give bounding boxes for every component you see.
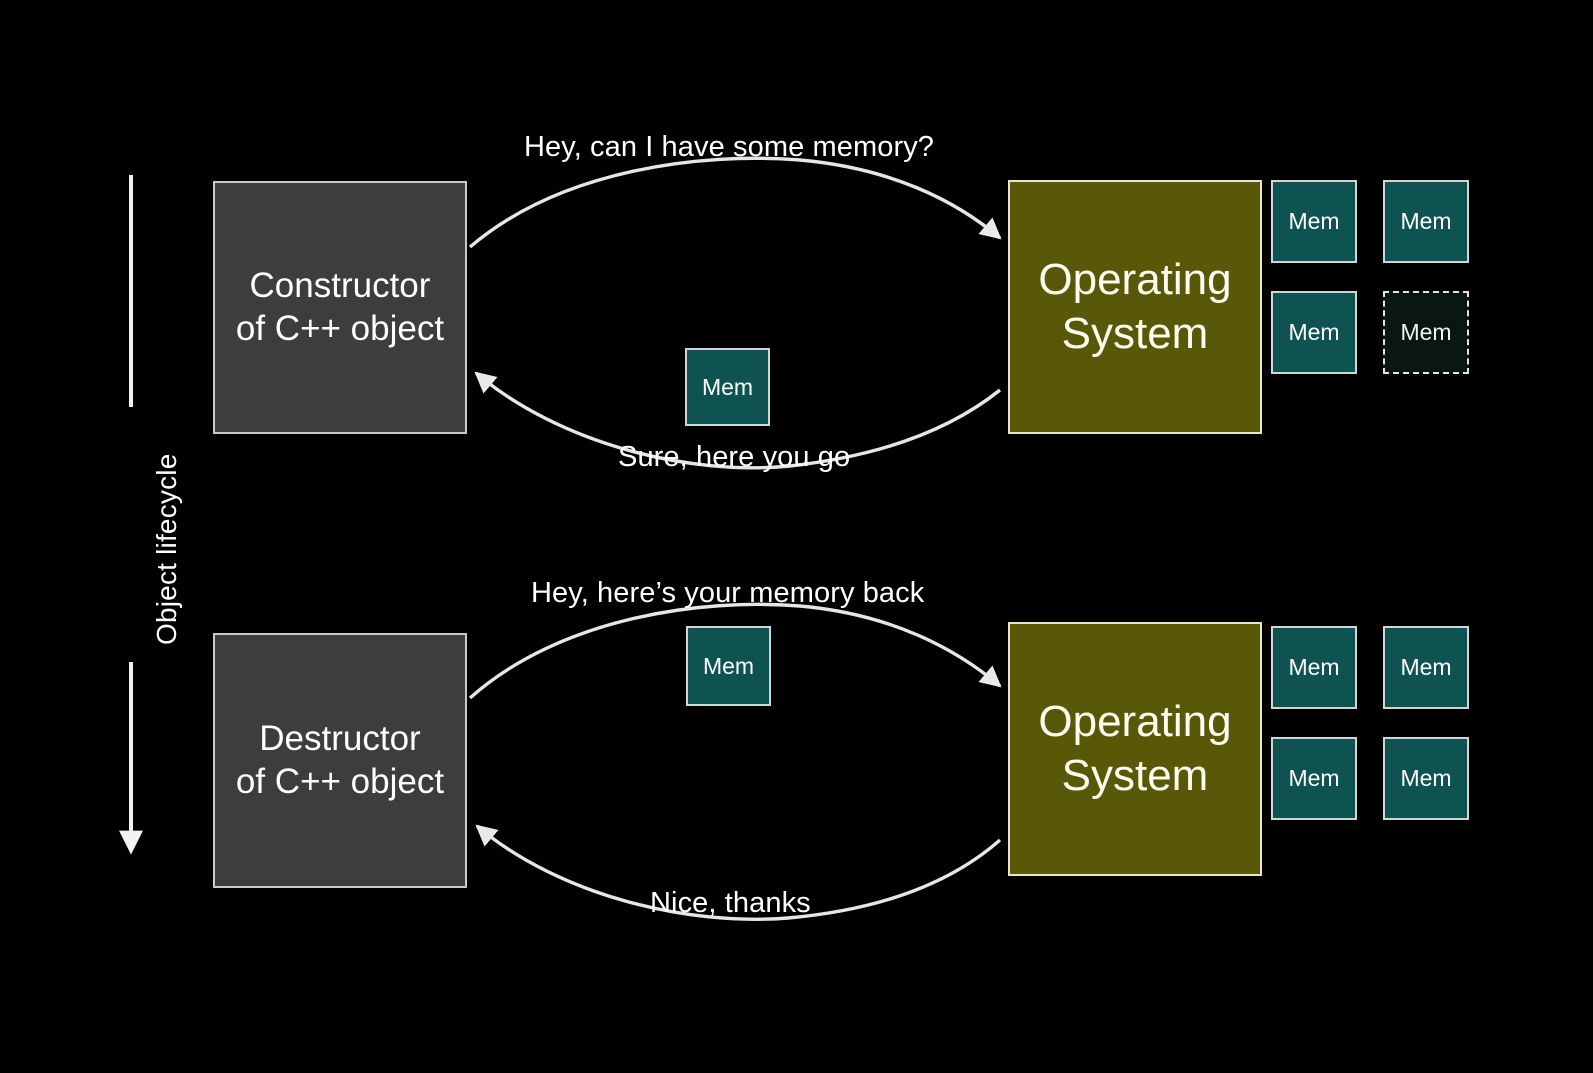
memory-pool-label-2-construction: Mem — [1400, 208, 1452, 234]
memory-pool-label-4-destruction: Mem — [1400, 765, 1452, 791]
memory-pool-label-1-construction: Mem — [1288, 208, 1340, 234]
memory-pool-label-3-destruction: Mem — [1288, 765, 1340, 791]
os-line-1-construction: Operating — [1038, 255, 1232, 305]
caption-response-destruction: Nice, thanks — [650, 887, 811, 919]
transit-memory-block-construction[interactable]: Mem — [685, 348, 770, 426]
destructor-line-1: Destructor — [259, 718, 421, 758]
memory-pool-block-4-destruction[interactable]: Mem — [1383, 737, 1469, 820]
memory-pool-block-3-construction[interactable]: Mem — [1271, 291, 1357, 374]
constructor-line-2: of C++ object — [235, 308, 445, 348]
memory-pool-label-1-destruction: Mem — [1288, 654, 1340, 680]
memory-pool-block-3-destruction[interactable]: Mem — [1271, 737, 1357, 820]
memory-pool-block-2-destruction[interactable]: Mem — [1383, 626, 1469, 709]
caption-request-construction: Hey, can I have some memory? — [524, 131, 935, 163]
memory-pool-block-2-construction[interactable]: Mem — [1383, 180, 1469, 263]
memory-pool-label-2-destruction: Mem — [1400, 654, 1452, 680]
memory-pool-block-1-destruction[interactable]: Mem — [1271, 626, 1357, 709]
transit-memory-block-destruction[interactable]: Mem — [686, 626, 771, 706]
os-line-2-construction: System — [1061, 309, 1209, 358]
lifecycle-axis-label: Object lifecycle — [151, 453, 182, 646]
arrow-request-construction — [468, 156, 1002, 249]
transit-memory-label-destruction: Mem — [702, 652, 755, 679]
os-line-2-destruction: System — [1061, 751, 1209, 800]
caption-request-destruction: Hey, here’s your memory back — [531, 577, 925, 609]
memory-pool-label-3-construction: Mem — [1288, 319, 1340, 345]
constructor-line-1: Constructor — [249, 265, 431, 305]
os-line-1-destruction: Operating — [1038, 697, 1232, 747]
memory-pool-block-1-construction[interactable]: Mem — [1271, 180, 1357, 263]
memory-pool-block-4-construction[interactable]: Mem — [1383, 291, 1469, 374]
caption-response-construction: Sure, here you go — [618, 441, 851, 473]
memory-pool-label-4-construction: Mem — [1400, 319, 1452, 345]
transit-memory-label-construction: Mem — [701, 373, 754, 400]
destructor-line-2: of C++ object — [235, 761, 445, 801]
